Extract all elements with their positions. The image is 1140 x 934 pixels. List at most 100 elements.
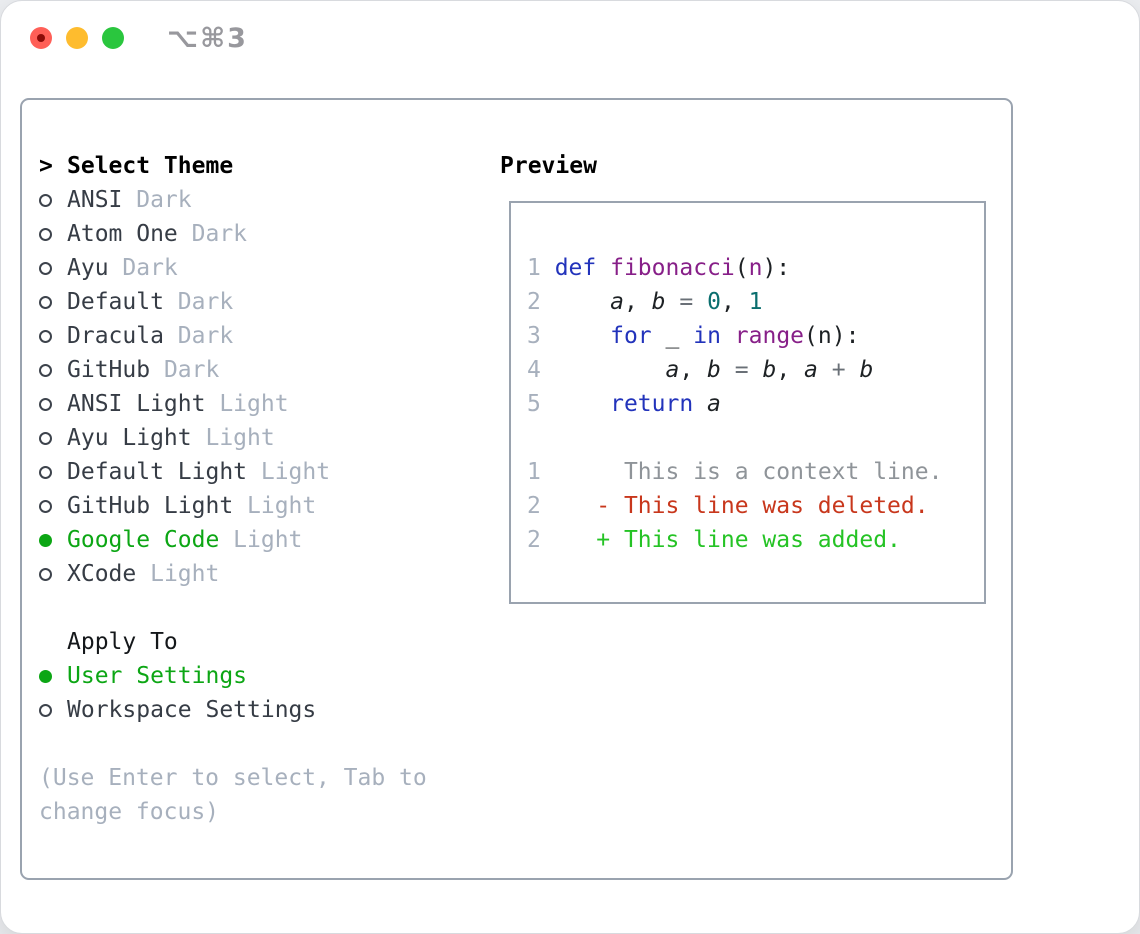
option-label: Default Light (67, 459, 248, 485)
option-label: Google Code (67, 527, 220, 553)
radio-icon (39, 397, 52, 411)
code-token: 4 (527, 357, 555, 383)
option-label: ANSI (67, 187, 123, 213)
theme-option-default[interactable]: Default Dark (39, 285, 330, 319)
theme-option-github[interactable]: GitHub Dark (39, 353, 330, 387)
code-token: 1 (527, 255, 555, 281)
option-label: Ayu (67, 255, 109, 281)
theme-option-ayu[interactable]: Ayu Dark (39, 251, 330, 285)
code-token (721, 357, 735, 383)
code-token: + (831, 357, 846, 383)
code-token: def (554, 255, 597, 281)
code-token: 2 (527, 493, 541, 519)
code-token: , (776, 357, 805, 383)
code-token: - This line was deleted. (596, 493, 929, 519)
apply-to-header-row: Apply To (39, 625, 316, 659)
code-line: 2 + This line was added. (527, 523, 984, 557)
option-variant-label: Light (260, 459, 331, 485)
radio-icon (39, 567, 52, 581)
code-token: 2 (527, 289, 555, 315)
code-token (541, 459, 624, 485)
focus-caret-icon: > (39, 153, 53, 179)
option-variant-label: Light (247, 493, 317, 519)
code-token: 1 (748, 289, 763, 315)
code-token (541, 493, 596, 519)
maximize-button[interactable] (102, 27, 124, 49)
help-line: change focus) (39, 799, 220, 825)
code-token: a (610, 289, 624, 315)
code-token (666, 289, 680, 315)
code-line: 1 def fibonacci(n): (527, 251, 984, 285)
code-token: ( (734, 255, 749, 281)
code-token: n (748, 255, 763, 281)
option-label: Ayu Light (67, 425, 192, 451)
theme-option-default-light[interactable]: Default Light Light (39, 455, 330, 489)
code-token (596, 255, 610, 281)
option-variant-label: Dark (163, 357, 220, 383)
code-token: ): (762, 255, 791, 281)
code-token (721, 323, 735, 349)
close-button[interactable] (30, 27, 52, 49)
option-label: Default (67, 289, 164, 315)
code-token: , (623, 289, 652, 315)
code-line: 5 return a (527, 387, 984, 421)
code-token (818, 357, 832, 383)
code-token: = (734, 357, 749, 383)
code-token: 0 (707, 289, 721, 315)
code-token: 2 (527, 527, 541, 553)
theme-option-ansi[interactable]: ANSI Dark (39, 183, 330, 217)
option-label: XCode (67, 561, 137, 587)
apply-to-title: Apply To (67, 629, 178, 655)
minimize-button[interactable] (66, 27, 88, 49)
option-variant-label: Dark (136, 187, 192, 213)
theme-list-header: > Select Theme (39, 149, 330, 183)
radio-icon (39, 193, 52, 207)
code-token: = (679, 289, 694, 315)
code-token (541, 527, 596, 553)
radio-icon (39, 465, 52, 479)
option-variant-label: Light (219, 391, 289, 417)
option-label: GitHub (67, 357, 151, 383)
help-text: (Use Enter to select, Tab to change focu… (39, 761, 427, 829)
code-token (652, 323, 666, 349)
traffic-lights (30, 27, 124, 49)
code-token (555, 323, 610, 349)
code-line (527, 421, 984, 455)
code-token: b (859, 357, 874, 383)
radio-icon (39, 363, 52, 377)
option-variant-label: Dark (122, 255, 178, 281)
radio-icon (39, 431, 52, 445)
titlebar: ⌥⌘3 (1, 1, 1139, 71)
code-token (749, 357, 763, 383)
code-token: fibonacci (610, 255, 735, 281)
code-token (846, 357, 860, 383)
code-token: range (734, 323, 805, 349)
apply-option-workspace-settings[interactable]: Workspace Settings (39, 693, 316, 727)
help-line: (Use Enter to select, Tab to (39, 765, 427, 791)
code-token (693, 289, 707, 315)
code-token: return (610, 391, 694, 417)
theme-list-title: Select Theme (67, 153, 234, 179)
code-token: a (804, 357, 818, 383)
code-token: _ (665, 323, 680, 349)
code-line: 2 - This line was deleted. (527, 489, 984, 523)
option-variant-label: Dark (177, 289, 234, 315)
selected-radio-icon (39, 669, 52, 683)
code-token: a (665, 357, 680, 383)
code-token (555, 391, 610, 417)
radio-icon (39, 295, 52, 309)
code-token: + This line was added. (596, 527, 901, 553)
code-token: a (707, 391, 721, 417)
code-token: b (707, 357, 721, 383)
apply-option-user-settings[interactable]: User Settings (39, 659, 316, 693)
